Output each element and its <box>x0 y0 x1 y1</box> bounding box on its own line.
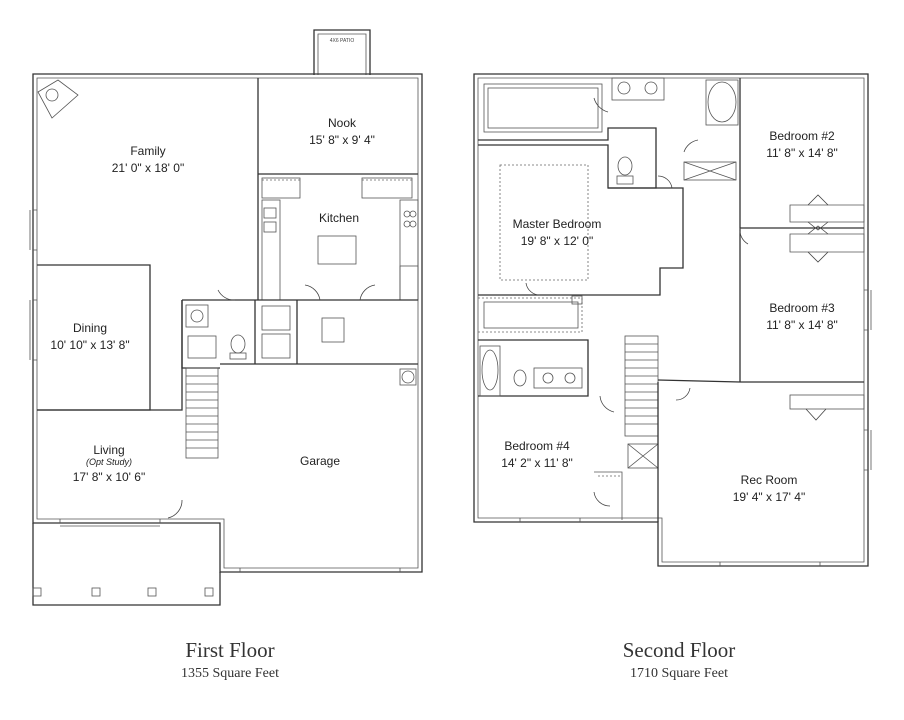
kitchen-island <box>317 235 357 265</box>
family-room-dims: 21' 0" x 18' 0" <box>112 161 184 175</box>
garage-label: Garage <box>300 454 340 468</box>
dining-label: Dining <box>73 321 107 335</box>
first-floor-title: First Floor <box>185 638 274 662</box>
living-label: Living <box>93 443 124 457</box>
second-floor-area: 1710 Square Feet <box>630 666 728 681</box>
bedroom4-dims: 14' 2" x 11' 8" <box>501 456 573 470</box>
second-floor-title: Second Floor <box>623 638 736 662</box>
bedroom2-label: Bedroom #2 <box>769 129 835 143</box>
second-floor-exterior-wall <box>473 73 869 567</box>
kitchen-fixtures <box>261 177 419 301</box>
fireplace <box>37 79 79 119</box>
kitchen-label: Kitchen <box>319 211 359 225</box>
dining-dims: 10' 10" x 13' 8" <box>50 338 129 352</box>
first-floor-plan: 4X6 PATIO <box>29 29 423 681</box>
family-room-label: Family <box>130 144 165 158</box>
bedroom3-dims: 11' 8" x 14' 8" <box>766 318 838 332</box>
patio-label: 4X6 PATIO <box>330 38 355 44</box>
rec-room-dims: 19' 4" x 17' 4" <box>733 490 805 504</box>
living-note: (Opt Study) <box>86 457 132 467</box>
second-floor-plan: Bedroom #2 11' 8" x 14' 8" Master Bedroo… <box>473 73 872 681</box>
first-floor-stairs <box>185 367 219 459</box>
bedroom4-label: Bedroom #4 <box>504 439 570 453</box>
master-bedroom-label: Master Bedroom <box>513 217 602 231</box>
nook-label: Nook <box>328 116 357 130</box>
master-bedroom-dims: 19' 8" x 12' 0" <box>521 234 593 248</box>
second-floor-stairs <box>624 335 659 437</box>
rec-room-label: Rec Room <box>741 473 798 487</box>
bedroom2-dims: 11' 8" x 14' 8" <box>766 146 838 160</box>
front-porch <box>32 523 221 606</box>
nook-dims: 15' 8" x 9' 4" <box>309 133 375 147</box>
patio: 4X6 PATIO <box>313 29 371 75</box>
bedroom3-label: Bedroom #3 <box>769 301 835 315</box>
first-floor-area: 1355 Square Feet <box>181 666 279 681</box>
living-dims: 17' 8" x 10' 6" <box>73 470 145 484</box>
